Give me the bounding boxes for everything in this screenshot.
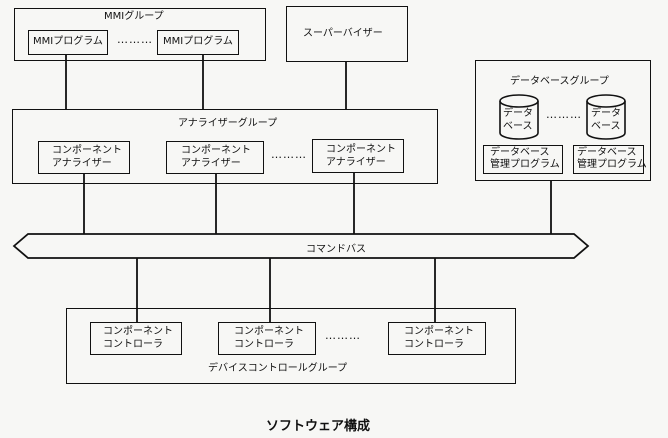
command-bus-arrow bbox=[12, 233, 590, 259]
analyzer-box-3 bbox=[312, 139, 404, 173]
mmi-program-box-1 bbox=[28, 30, 108, 55]
analyzer-1-line1: コンポーネント bbox=[52, 145, 122, 156]
controller-2-line1: コンポーネント bbox=[234, 326, 304, 337]
database-2-line2: ベース bbox=[591, 121, 621, 132]
database-2-line1: データ bbox=[591, 108, 621, 119]
analyzer-box-1 bbox=[38, 141, 130, 174]
database-cylinder-icon-1 bbox=[499, 94, 539, 140]
db-program-2-line1: データベース bbox=[577, 147, 637, 158]
mmi-program-label-1: MMIプログラム bbox=[33, 36, 103, 47]
db-program-1-line1: データベース bbox=[490, 147, 550, 158]
figure-caption: ソフトウェア構成 bbox=[266, 419, 371, 434]
mmi-group-box bbox=[14, 8, 266, 61]
controller-3-line1: コンポーネント bbox=[404, 326, 474, 337]
database-group-box bbox=[475, 60, 651, 181]
database-1-line2: ベース bbox=[503, 121, 533, 132]
supervisor-label: スーパーバイザー bbox=[303, 28, 383, 39]
database-group-title: データベースグループ bbox=[510, 76, 609, 87]
mmi-group-title: MMIグループ bbox=[104, 11, 164, 22]
mmi-program-label-2: MMIプログラム bbox=[163, 36, 233, 47]
db-management-program-box-1 bbox=[483, 145, 563, 174]
analyzer-group-title: アナライザーグループ bbox=[178, 118, 278, 129]
controller-1-line2: コントローラ bbox=[103, 339, 163, 350]
analyzer-group-box bbox=[12, 109, 438, 184]
command-bus-label: コマンドバス bbox=[306, 244, 366, 255]
database-ellipsis: ……… bbox=[546, 108, 582, 121]
mmi-ellipsis: ……… bbox=[117, 33, 153, 46]
db-management-program-box-2 bbox=[573, 145, 644, 174]
device-control-group-box bbox=[66, 308, 516, 384]
analyzer-1-line2: アナライザー bbox=[52, 158, 112, 169]
controller-ellipsis: ……… bbox=[325, 329, 361, 342]
analyzer-3-line1: コンポーネント bbox=[326, 144, 396, 155]
supervisor-box bbox=[286, 6, 408, 62]
controller-1-line1: コンポーネント bbox=[103, 326, 173, 337]
controller-2-line2: コントローラ bbox=[234, 339, 294, 350]
db-program-1-line2: 管理プログラム bbox=[490, 159, 560, 170]
analyzer-box-2 bbox=[166, 141, 264, 174]
analyzer-2-line2: アナライザー bbox=[181, 158, 241, 169]
db-program-2-line2: 管理プログラム bbox=[577, 159, 647, 170]
analyzer-ellipsis: ……… bbox=[271, 148, 307, 161]
controller-box-1 bbox=[90, 322, 182, 355]
database-1-line1: データ bbox=[503, 108, 533, 119]
controller-3-line2: コントローラ bbox=[404, 339, 464, 350]
device-control-group-title: デバイスコントロールグループ bbox=[208, 363, 348, 374]
controller-box-3 bbox=[388, 322, 486, 355]
mmi-program-box-2 bbox=[157, 30, 239, 55]
controller-box-2 bbox=[218, 322, 316, 355]
database-cylinder-icon-2 bbox=[586, 94, 626, 140]
analyzer-2-line1: コンポーネント bbox=[181, 145, 251, 156]
analyzer-3-line2: アナライザー bbox=[326, 157, 386, 168]
